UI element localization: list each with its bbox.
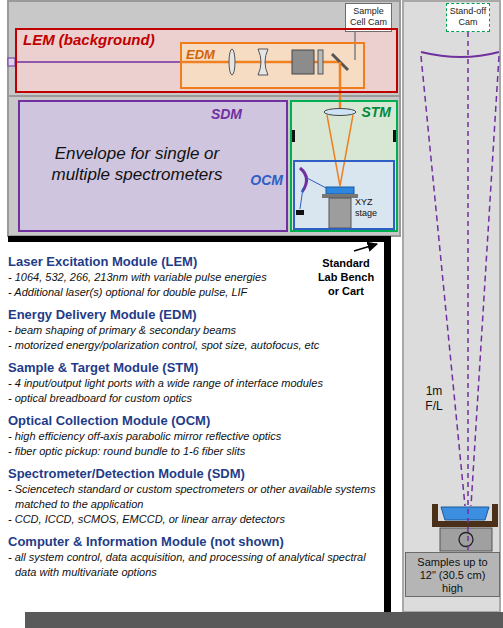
- module-label: STM: [297, 104, 391, 121]
- module-fill: [290, 100, 398, 232]
- collection-mirror: [421, 52, 499, 57]
- stage-plate: [322, 194, 358, 198]
- laser-beam: [339, 62, 342, 89]
- list-heading: Computer & Information Module (not shown…: [8, 534, 382, 550]
- sample-dish: [441, 507, 489, 520]
- cone-line: [471, 56, 499, 506]
- module-fill: [15, 28, 398, 93]
- list-heading: Spectrometer/Detection Module (SDM): [8, 466, 382, 482]
- optic-block: [292, 50, 314, 74]
- rotation-stage: [440, 528, 492, 551]
- enclosure-panel: [8, 1, 400, 236]
- collection-ray: [307, 178, 328, 189]
- fiber-pickup: [296, 210, 304, 215]
- module-label: SDM: [28, 106, 242, 123]
- label-anchor: 1m F/L: [420, 384, 448, 414]
- label-anchor: Optical Collection Module (OCM): [8, 413, 382, 429]
- collection-ray: [300, 188, 303, 209]
- standoff-view-line: [467, 32, 469, 552]
- optic-plate: [318, 50, 323, 74]
- label-anchor: - high efficiency off-axis parabolic mir…: [8, 429, 382, 444]
- sample-label: Samples up to 12" (30.5 cm) high: [408, 556, 497, 595]
- label-anchor: Sample & Target Module (STM): [8, 360, 382, 376]
- label-anchor: - 4 input/output light ports with a wide…: [8, 376, 382, 391]
- rotation-symbol: [459, 533, 473, 547]
- bench-leg: [384, 236, 391, 613]
- cone-line: [421, 56, 465, 506]
- camera-view-line: [354, 42, 356, 60]
- list-bullet: - motorized energy/polarization control,…: [8, 338, 382, 353]
- sample-cell: [326, 187, 354, 194]
- label-anchor: Spectrometer/Detection Module (SDM): [8, 466, 382, 482]
- label-anchor: - motorized energy/polarization control,…: [8, 338, 382, 353]
- list-bullet: - beam shaping of primary & secondary be…: [8, 323, 382, 338]
- list-heading: Energy Delivery Module (EDM): [8, 307, 382, 323]
- focused-beam: [327, 115, 353, 186]
- label-anchor: - fiber optic pickup: round bundle to 1-…: [8, 444, 382, 459]
- label-anchor: - beam shaping of primary & secondary be…: [8, 323, 382, 338]
- camera-box: Stand-off Cam: [446, 3, 490, 32]
- list-bullet: - 4 input/output light ports with a wide…: [8, 376, 382, 391]
- laser-beam: [339, 89, 342, 100]
- label-anchor: - CCD, ICCD, sCMOS, EMCCD, or linear arr…: [8, 512, 382, 527]
- list-bullet: - Additional laser(s) optional for doubl…: [8, 285, 382, 300]
- part-label: Standard Lab Bench or Cart: [315, 256, 377, 298]
- list-bullet: - optical breadboard for custom optics: [8, 391, 382, 406]
- module-fill: [180, 42, 365, 89]
- label-anchor: Computer & Information Module (not shown…: [8, 534, 382, 550]
- module-label: OCM: [250, 172, 283, 188]
- bench-top: [8, 236, 391, 242]
- module-fill: [293, 160, 395, 230]
- floor-bar: [25, 612, 503, 628]
- xyz-stage: [329, 198, 351, 228]
- list-bullet: - high efficiency off-axis parabolic mir…: [8, 429, 382, 444]
- list-heading: Sample & Target Module (STM): [8, 360, 382, 376]
- label-anchor: - Sciencetech standard or custom spectro…: [8, 482, 382, 512]
- module-list: Laser Excitation Module (LEM)- 1064, 532…: [8, 254, 382, 580]
- module-box: SDM Envelope for single or multiple spect…: [18, 100, 288, 232]
- laser-beam: [15, 61, 180, 63]
- label-anchor: - optical breadboard for custom optics: [8, 391, 382, 406]
- label-anchor: Energy Delivery Module (EDM): [8, 307, 382, 323]
- camera-box: Sample Cell Cam: [345, 3, 392, 32]
- leader-line: [354, 244, 377, 251]
- module-label: EDM: [186, 47, 215, 62]
- lens-symbol: [258, 49, 268, 75]
- module-description: Envelope for single or multiple spectrom…: [32, 143, 242, 185]
- camera-label: Stand-off Cam: [448, 6, 488, 28]
- list-heading: Optical Collection Module (OCM): [8, 413, 382, 429]
- module-box: EDM: [180, 42, 365, 89]
- module-box: STM OCM: [290, 100, 398, 232]
- dimension-label: 1m F/L: [420, 384, 448, 414]
- standoff-column: [403, 1, 500, 612]
- label-anchor: XYZ stage: [355, 197, 385, 219]
- part-label: XYZ stage: [355, 197, 385, 219]
- sample-box: Samples up to 12" (30.5 cm) high: [405, 552, 500, 597]
- label-anchor: - all system control, data acquisition, …: [8, 550, 382, 580]
- module-fill: [18, 100, 288, 232]
- lens-symbol: [324, 109, 356, 116]
- list-bullet: - all system control, data acquisition, …: [8, 550, 382, 580]
- list-bullet: - CCD, ICCD, sCMOS, EMCCD, or linear arr…: [8, 512, 382, 527]
- laser-source: [8, 58, 15, 66]
- lens-symbol: [229, 49, 235, 75]
- list-bullet: - Sciencetech standard or custom spectro…: [8, 482, 382, 512]
- module-box: LEM (background) EDM: [15, 28, 398, 93]
- label-anchor: - Additional laser(s) optional for doubl…: [8, 285, 382, 300]
- module-label: LEM (background): [23, 31, 155, 49]
- camera-view-line: [354, 32, 356, 42]
- label-anchor: Standard Lab Bench or Cart: [315, 256, 377, 298]
- sample-holder: [432, 504, 498, 527]
- camera-label: Sample Cell Cam: [347, 6, 390, 28]
- list-bullet: - fiber optic pickup: round bundle to 1-…: [8, 444, 382, 459]
- module-box: OCM: [293, 160, 395, 230]
